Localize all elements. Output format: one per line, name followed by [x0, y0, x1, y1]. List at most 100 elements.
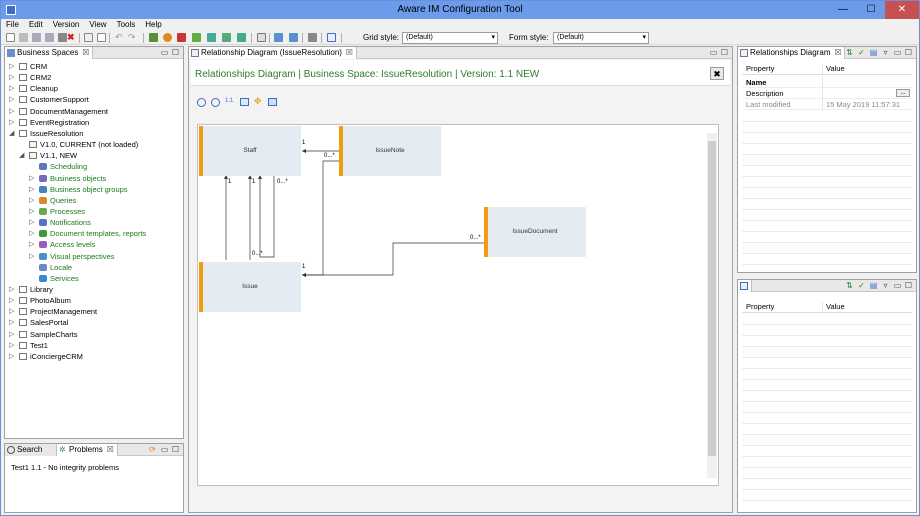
tab-relationships-diagram[interactable]: Relationships Diagram ☒ — [738, 47, 846, 59]
expand-toggle-icon[interactable]: ▷ — [9, 319, 15, 327]
tab-relationship-diagram[interactable]: Relationship Diagram (IssueResolution) ☒ — [189, 47, 357, 59]
zoom-out-icon[interactable] — [211, 98, 220, 107]
save-icon[interactable] — [32, 33, 41, 42]
maximize-panel-icon[interactable]: ☐ — [171, 48, 180, 57]
expand-toggle-icon[interactable]: ▷ — [9, 85, 15, 93]
maximize-panel-icon[interactable]: ☐ — [904, 48, 913, 57]
sort-icon[interactable]: ⇅ — [846, 48, 853, 57]
sort-icon[interactable]: ⇅ — [846, 281, 853, 290]
expand-toggle-icon[interactable]: ▷ — [29, 230, 35, 238]
delete-icon[interactable]: ✖ — [67, 32, 75, 42]
form-style-select[interactable]: (Default) ▾ — [553, 32, 649, 44]
save-all-icon[interactable] — [45, 33, 54, 42]
paste-icon[interactable] — [97, 33, 106, 42]
tab-business-spaces[interactable]: Business Spaces ☒ — [5, 47, 94, 59]
close-icon[interactable]: ☒ — [834, 48, 842, 57]
rule-icon[interactable] — [192, 33, 201, 42]
notification-icon[interactable] — [207, 33, 216, 42]
menu-file[interactable]: File — [6, 20, 19, 29]
filter-icon[interactable]: ✓ — [858, 281, 865, 290]
maximize-panel-icon[interactable]: ☐ — [720, 48, 729, 57]
zoom-in-icon[interactable] — [197, 98, 206, 107]
expand-toggle-icon[interactable]: ▷ — [29, 252, 35, 260]
undo-icon[interactable]: ↶ — [115, 32, 123, 42]
view-menu-icon[interactable]: ▿ — [883, 281, 888, 290]
business-object-icon[interactable] — [149, 33, 158, 42]
export-image-icon[interactable] — [268, 98, 277, 106]
edit-icon[interactable] — [19, 33, 28, 42]
report-icon[interactable] — [289, 33, 298, 42]
query-icon[interactable] — [163, 33, 172, 42]
expand-toggle-icon[interactable]: ▷ — [29, 185, 35, 193]
expand-toggle-icon[interactable]: ▷ — [9, 96, 15, 104]
expand-toggle-icon[interactable]: ▷ — [29, 207, 35, 215]
expand-toggle-icon[interactable]: ▷ — [29, 196, 35, 204]
menu-help[interactable]: Help — [145, 20, 162, 29]
categories-icon[interactable]: ▤ — [869, 48, 878, 57]
tab-search[interactable]: Search — [5, 444, 58, 456]
menu-edit[interactable]: Edit — [28, 20, 43, 29]
categories-icon[interactable]: ▤ — [869, 281, 878, 290]
process-icon[interactable] — [177, 33, 186, 42]
vertical-scrollbar[interactable] — [707, 133, 717, 478]
minimize-button[interactable]: — — [838, 4, 848, 15]
actual-size-icon[interactable]: 1:1 — [225, 98, 234, 104]
close-icon[interactable]: ☒ — [345, 48, 353, 57]
expand-toggle-icon[interactable]: ▷ — [9, 341, 15, 349]
menu-version[interactable]: Version — [52, 20, 80, 29]
menu-tools[interactable]: Tools — [116, 20, 136, 29]
maximize-panel-icon[interactable]: ☐ — [904, 281, 913, 290]
close-diagram-button[interactable]: ✖ — [710, 67, 724, 80]
expand-toggle-icon[interactable]: ▷ — [9, 330, 15, 338]
close-icon[interactable]: ☒ — [82, 48, 90, 57]
entity-issuedocument[interactable]: IssueDocument — [484, 207, 586, 257]
expand-toggle-icon[interactable]: ▷ — [29, 174, 35, 182]
fit-to-window-icon[interactable] — [240, 98, 249, 106]
minimize-panel-icon[interactable]: ▭ — [893, 281, 902, 290]
expand-toggle-icon[interactable]: ▷ — [9, 297, 15, 305]
access-level-icon[interactable] — [237, 33, 246, 42]
entity-issuenote[interactable]: IssueNote — [339, 126, 441, 176]
property-row-name[interactable]: Name — [742, 77, 912, 88]
expand-toggle-icon[interactable]: ▷ — [9, 107, 15, 115]
expand-toggle-icon[interactable]: ▷ — [29, 219, 35, 227]
expand-toggle-icon[interactable]: ▷ — [9, 286, 15, 293]
view-menu-icon[interactable]: ▿ — [883, 48, 888, 57]
close-icon[interactable]: ☒ — [106, 445, 114, 454]
filter-icon[interactable]: ✓ — [858, 48, 865, 57]
maximize-panel-icon[interactable]: ☐ — [171, 445, 180, 454]
redo-icon[interactable]: ↷ — [128, 32, 136, 42]
layout-icon[interactable]: ✥ — [254, 96, 262, 106]
expand-toggle-icon[interactable]: ▷ — [29, 241, 35, 249]
chart-icon[interactable] — [274, 33, 283, 42]
expand-toggle-icon[interactable]: ▷ — [9, 74, 15, 82]
minimize-panel-icon[interactable]: ▭ — [709, 48, 718, 57]
expand-toggle-icon[interactable]: ◢ — [9, 129, 15, 137]
expand-toggle-icon[interactable]: ▷ — [9, 63, 15, 70]
entity-issue[interactable]: Issue — [199, 262, 301, 312]
maximize-button[interactable]: ☐ — [866, 4, 876, 15]
preview-icon[interactable] — [327, 33, 336, 42]
new-icon[interactable] — [6, 33, 15, 42]
expand-toggle-icon[interactable]: ▷ — [9, 118, 15, 126]
expand-toggle-icon[interactable]: ▷ — [9, 308, 15, 316]
grid-style-select[interactable]: (Default) ▾ — [402, 32, 498, 44]
tab-problems[interactable]: ✲ Problems ☒ — [57, 444, 118, 456]
property-row-description[interactable]: Description ... — [742, 88, 912, 99]
close-button[interactable]: ✕ — [885, 1, 919, 19]
entity-staff[interactable]: Staff — [199, 126, 301, 176]
refresh-icon[interactable]: ⟳ — [149, 445, 156, 454]
minimize-panel-icon[interactable]: ▭ — [160, 445, 169, 454]
expand-toggle-icon[interactable]: ◢ — [19, 152, 25, 160]
deploy-icon[interactable] — [308, 33, 317, 42]
import-icon[interactable] — [257, 33, 266, 42]
print-icon[interactable] — [58, 33, 67, 42]
scrollbar-thumb[interactable] — [708, 141, 716, 456]
minimize-panel-icon[interactable]: ▭ — [160, 48, 169, 57]
expand-toggle-icon[interactable]: ▷ — [9, 352, 15, 360]
tab-properties[interactable] — [738, 280, 752, 292]
menu-view[interactable]: View — [89, 20, 107, 29]
document-icon[interactable] — [222, 33, 231, 42]
minimize-panel-icon[interactable]: ▭ — [893, 48, 902, 57]
edit-description-button[interactable]: ... — [896, 89, 910, 97]
